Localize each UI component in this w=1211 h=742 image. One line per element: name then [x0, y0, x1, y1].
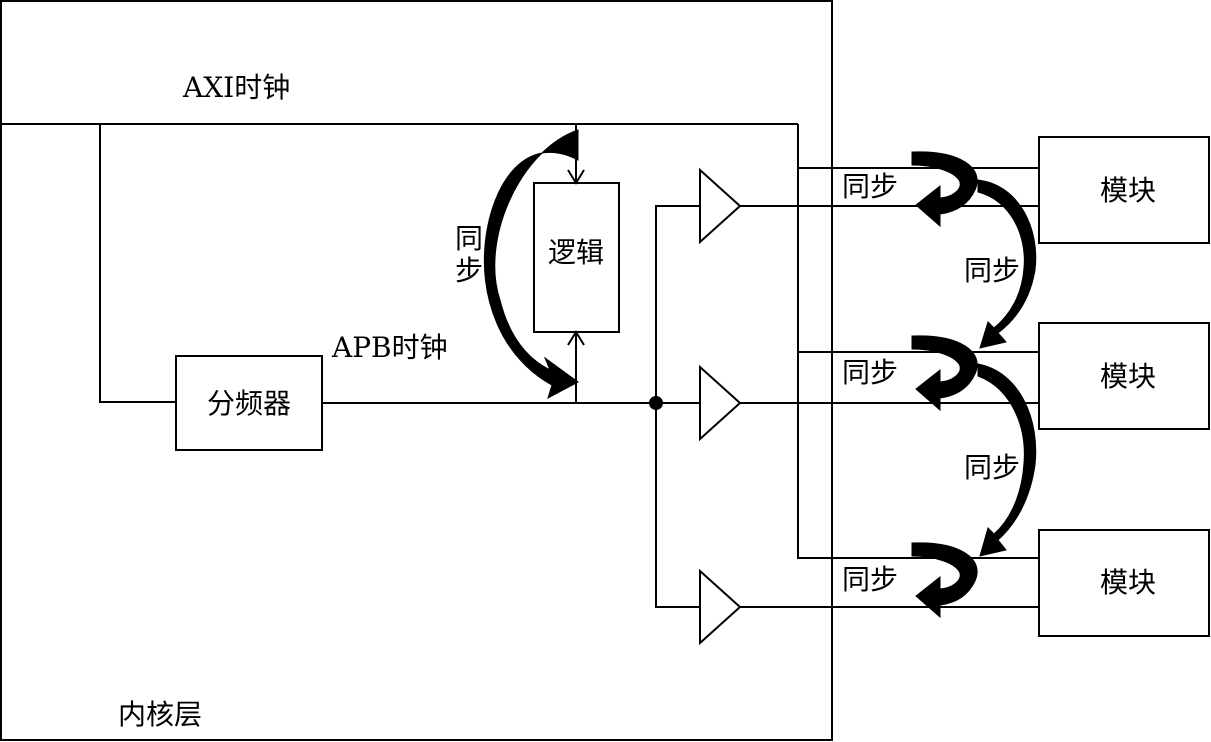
- module-box-1: [1038, 136, 1210, 244]
- axi-to-logic-arrowhead: [567, 169, 585, 185]
- module-sync-curl-2: [911, 335, 978, 412]
- module-box-3: [1038, 529, 1210, 637]
- logic-sync-label-bottom: 步: [455, 254, 483, 287]
- module-sync-label-2: 同步: [842, 356, 898, 389]
- core-layer-label: 内核层: [118, 698, 202, 731]
- divider-box: [175, 355, 323, 451]
- apb-clock-label: APB时钟: [331, 331, 448, 364]
- buffer-2: [699, 364, 742, 442]
- axi-to-divider-wire: [99, 124, 176, 403]
- logic-sync-curved-arrow: [483, 129, 579, 400]
- inter-module-sync-arc-1: [977, 179, 1037, 349]
- module-label-3: 模块: [1100, 566, 1156, 599]
- divider-label: 分频器: [207, 387, 291, 420]
- logic-sync-label-top: 同: [455, 222, 483, 255]
- inter-module-sync-arc-2: [977, 363, 1037, 557]
- logic-label: 逻辑: [548, 236, 604, 269]
- module-label-1: 模块: [1100, 174, 1156, 207]
- axi-clock-label: AXI时钟: [182, 71, 290, 104]
- inter-module-sync-label-2: 同步: [964, 451, 1020, 484]
- inter-module-sync-label-1: 同步: [964, 254, 1020, 287]
- module-box-2: [1038, 322, 1210, 430]
- buffer-3: [699, 568, 742, 646]
- buffer-1: [699, 167, 742, 245]
- core-layer-boundary: [0, 0, 833, 741]
- apb-to-logic-arrowhead: [567, 330, 585, 346]
- module-sync-label-3: 同步: [842, 563, 898, 596]
- apb-trunk-wire: [655, 205, 700, 608]
- module-sync-curl-1: [911, 151, 978, 228]
- module-sync-curl-3: [911, 542, 978, 619]
- module-sync-label-1: 同步: [842, 170, 898, 203]
- module-label-2: 模块: [1100, 360, 1156, 393]
